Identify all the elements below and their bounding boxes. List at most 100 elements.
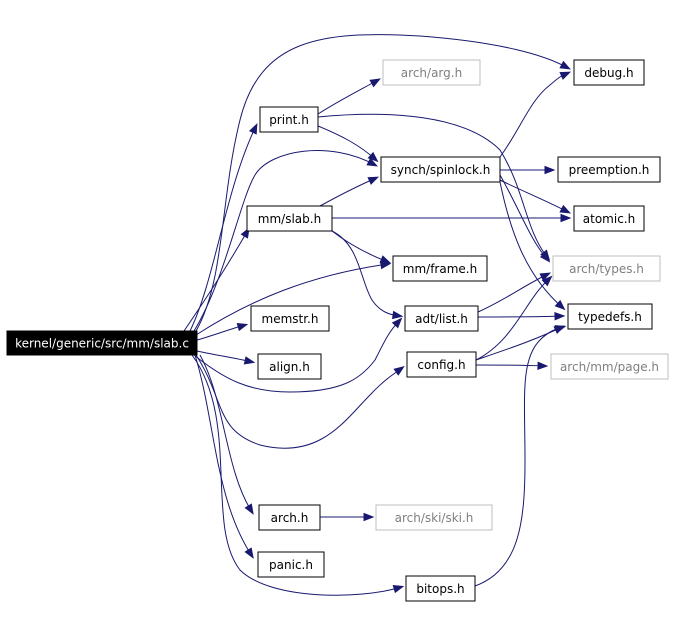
node-label: kernel/generic/src/mm/slab.c	[15, 337, 189, 351]
edge-config-to-arch_mm_page	[475, 361, 549, 370]
node-print[interactable]: print.h	[259, 106, 319, 133]
node-box	[405, 575, 476, 602]
node-box	[567, 303, 653, 330]
edge-arrowhead	[366, 157, 378, 167]
edge-slab_c-to-bitops	[191, 354, 405, 596]
edge-arrowhead	[369, 78, 381, 88]
node-arch-mm-page[interactable]: arch/mm/page.h	[550, 353, 669, 380]
node-typedefs[interactable]: typedefs.h	[567, 303, 653, 330]
edge-slab_c-to-panic	[194, 354, 254, 559]
node-label: atomic.h	[583, 212, 635, 226]
edge-line	[331, 230, 389, 263]
node-box	[257, 551, 325, 578]
edge-slab_c-to-debug	[195, 34, 571, 332]
edge-arrowhead	[554, 325, 567, 334]
node-box	[573, 205, 645, 232]
edge-arrowhead	[391, 317, 403, 329]
edge-slab_c-to-mm_slab	[183, 227, 250, 332]
edge-line	[196, 350, 253, 363]
node-arch[interactable]: arch.h	[258, 504, 321, 531]
node-box	[259, 106, 319, 133]
edge-line	[193, 319, 401, 393]
edge-slab_c-to-memstr	[196, 322, 249, 341]
edge-arrowhead	[541, 275, 553, 287]
edge-adt_list-to-arch_types	[477, 272, 552, 313]
edge-arrowhead	[379, 255, 392, 264]
node-label: debug.h	[584, 66, 633, 80]
node-atomic[interactable]: atomic.h	[573, 205, 645, 232]
edge-line	[499, 181, 564, 309]
edge-config-to-arch_types	[475, 275, 553, 361]
node-label: arch/types.h	[569, 262, 644, 276]
edge-mm_slab-to-adt_list	[331, 230, 404, 320]
edge-line	[477, 273, 549, 313]
edge-print-to-spinlock	[317, 125, 379, 163]
edge-arrowhead	[554, 312, 566, 321]
node-mm-frame[interactable]: mm/frame.h	[392, 255, 488, 282]
edge-arrowhead	[537, 361, 549, 370]
node-adt-list[interactable]: adt/list.h	[404, 305, 479, 332]
edge-arrowhead	[248, 122, 258, 135]
node-align[interactable]: align.h	[257, 353, 322, 380]
edge-line	[193, 150, 376, 332]
node-box	[404, 305, 479, 332]
node-config[interactable]: config.h	[406, 351, 477, 378]
node-box	[382, 59, 481, 86]
node-arch-arg[interactable]: arch/arg.h	[382, 59, 481, 86]
node-box	[573, 59, 645, 86]
node-label: print.h	[269, 113, 309, 127]
node-label: memstr.h	[262, 312, 319, 326]
edge-line	[475, 364, 546, 367]
node-arch-types[interactable]: arch/types.h	[552, 255, 661, 282]
edge-slab_c-to-arch	[199, 354, 254, 515]
edge-arrowhead	[539, 272, 552, 282]
node-box	[250, 305, 330, 332]
node-panic[interactable]: panic.h	[257, 551, 325, 578]
node-arch-ski[interactable]: arch/ski/ski.h	[375, 504, 493, 531]
node-label: adt/list.h	[415, 312, 468, 326]
node-spinlock[interactable]: synch/spinlock.h	[380, 156, 501, 183]
edge-arrowhead	[393, 366, 405, 376]
edge-mm_slab-to-atomic	[332, 213, 572, 223]
node-debug[interactable]: debug.h	[573, 59, 645, 86]
edge-line	[189, 125, 257, 332]
nodes-layer: kernel/generic/src/mm/slab.c debug.h arch/…	[6, 59, 669, 602]
edge-spinlock-to-arch_types	[499, 174, 551, 263]
node-label: arch/arg.h	[401, 66, 462, 80]
edge-arrowhead	[367, 176, 380, 185]
edge-line	[317, 113, 549, 259]
node-box	[552, 255, 661, 282]
node-label: arch.h	[271, 511, 309, 525]
node-box	[406, 351, 477, 378]
edge-slab_c-to-align	[196, 350, 256, 365]
node-label: align.h	[269, 360, 310, 374]
edge-line	[183, 229, 249, 332]
edge-line	[499, 179, 569, 213]
edge-mm_slab-to-spinlock	[319, 176, 380, 207]
node-label: mm/frame.h	[403, 262, 477, 276]
edge-arrowhead	[391, 310, 404, 320]
edge-arrowhead	[367, 151, 379, 163]
node-memstr[interactable]: memstr.h	[250, 305, 330, 332]
node-label: panic.h	[269, 558, 313, 572]
node-bitops[interactable]: bitops.h	[405, 575, 476, 602]
edge-arrowhead	[559, 204, 572, 214]
edge-arrowhead	[244, 547, 254, 559]
node-box	[550, 353, 669, 380]
edge-line	[195, 354, 403, 449]
node-preemption[interactable]: preemption.h	[557, 156, 661, 183]
node-label: arch/mm/page.h	[560, 360, 659, 374]
edge-slab_c-to-config	[195, 354, 405, 449]
node-mm-slab[interactable]: mm/slab.h	[246, 205, 333, 232]
edge-arrowhead	[243, 356, 256, 365]
edge-line	[317, 79, 379, 115]
node-box	[557, 156, 661, 183]
edge-arrowhead	[363, 512, 375, 522]
edge-arrowhead	[560, 213, 572, 223]
node-label: synch/spinlock.h	[391, 163, 491, 177]
node-label: mm/slab.h	[258, 212, 321, 226]
edge-line	[317, 125, 377, 161]
node-box	[392, 255, 488, 282]
node-box	[6, 330, 198, 356]
